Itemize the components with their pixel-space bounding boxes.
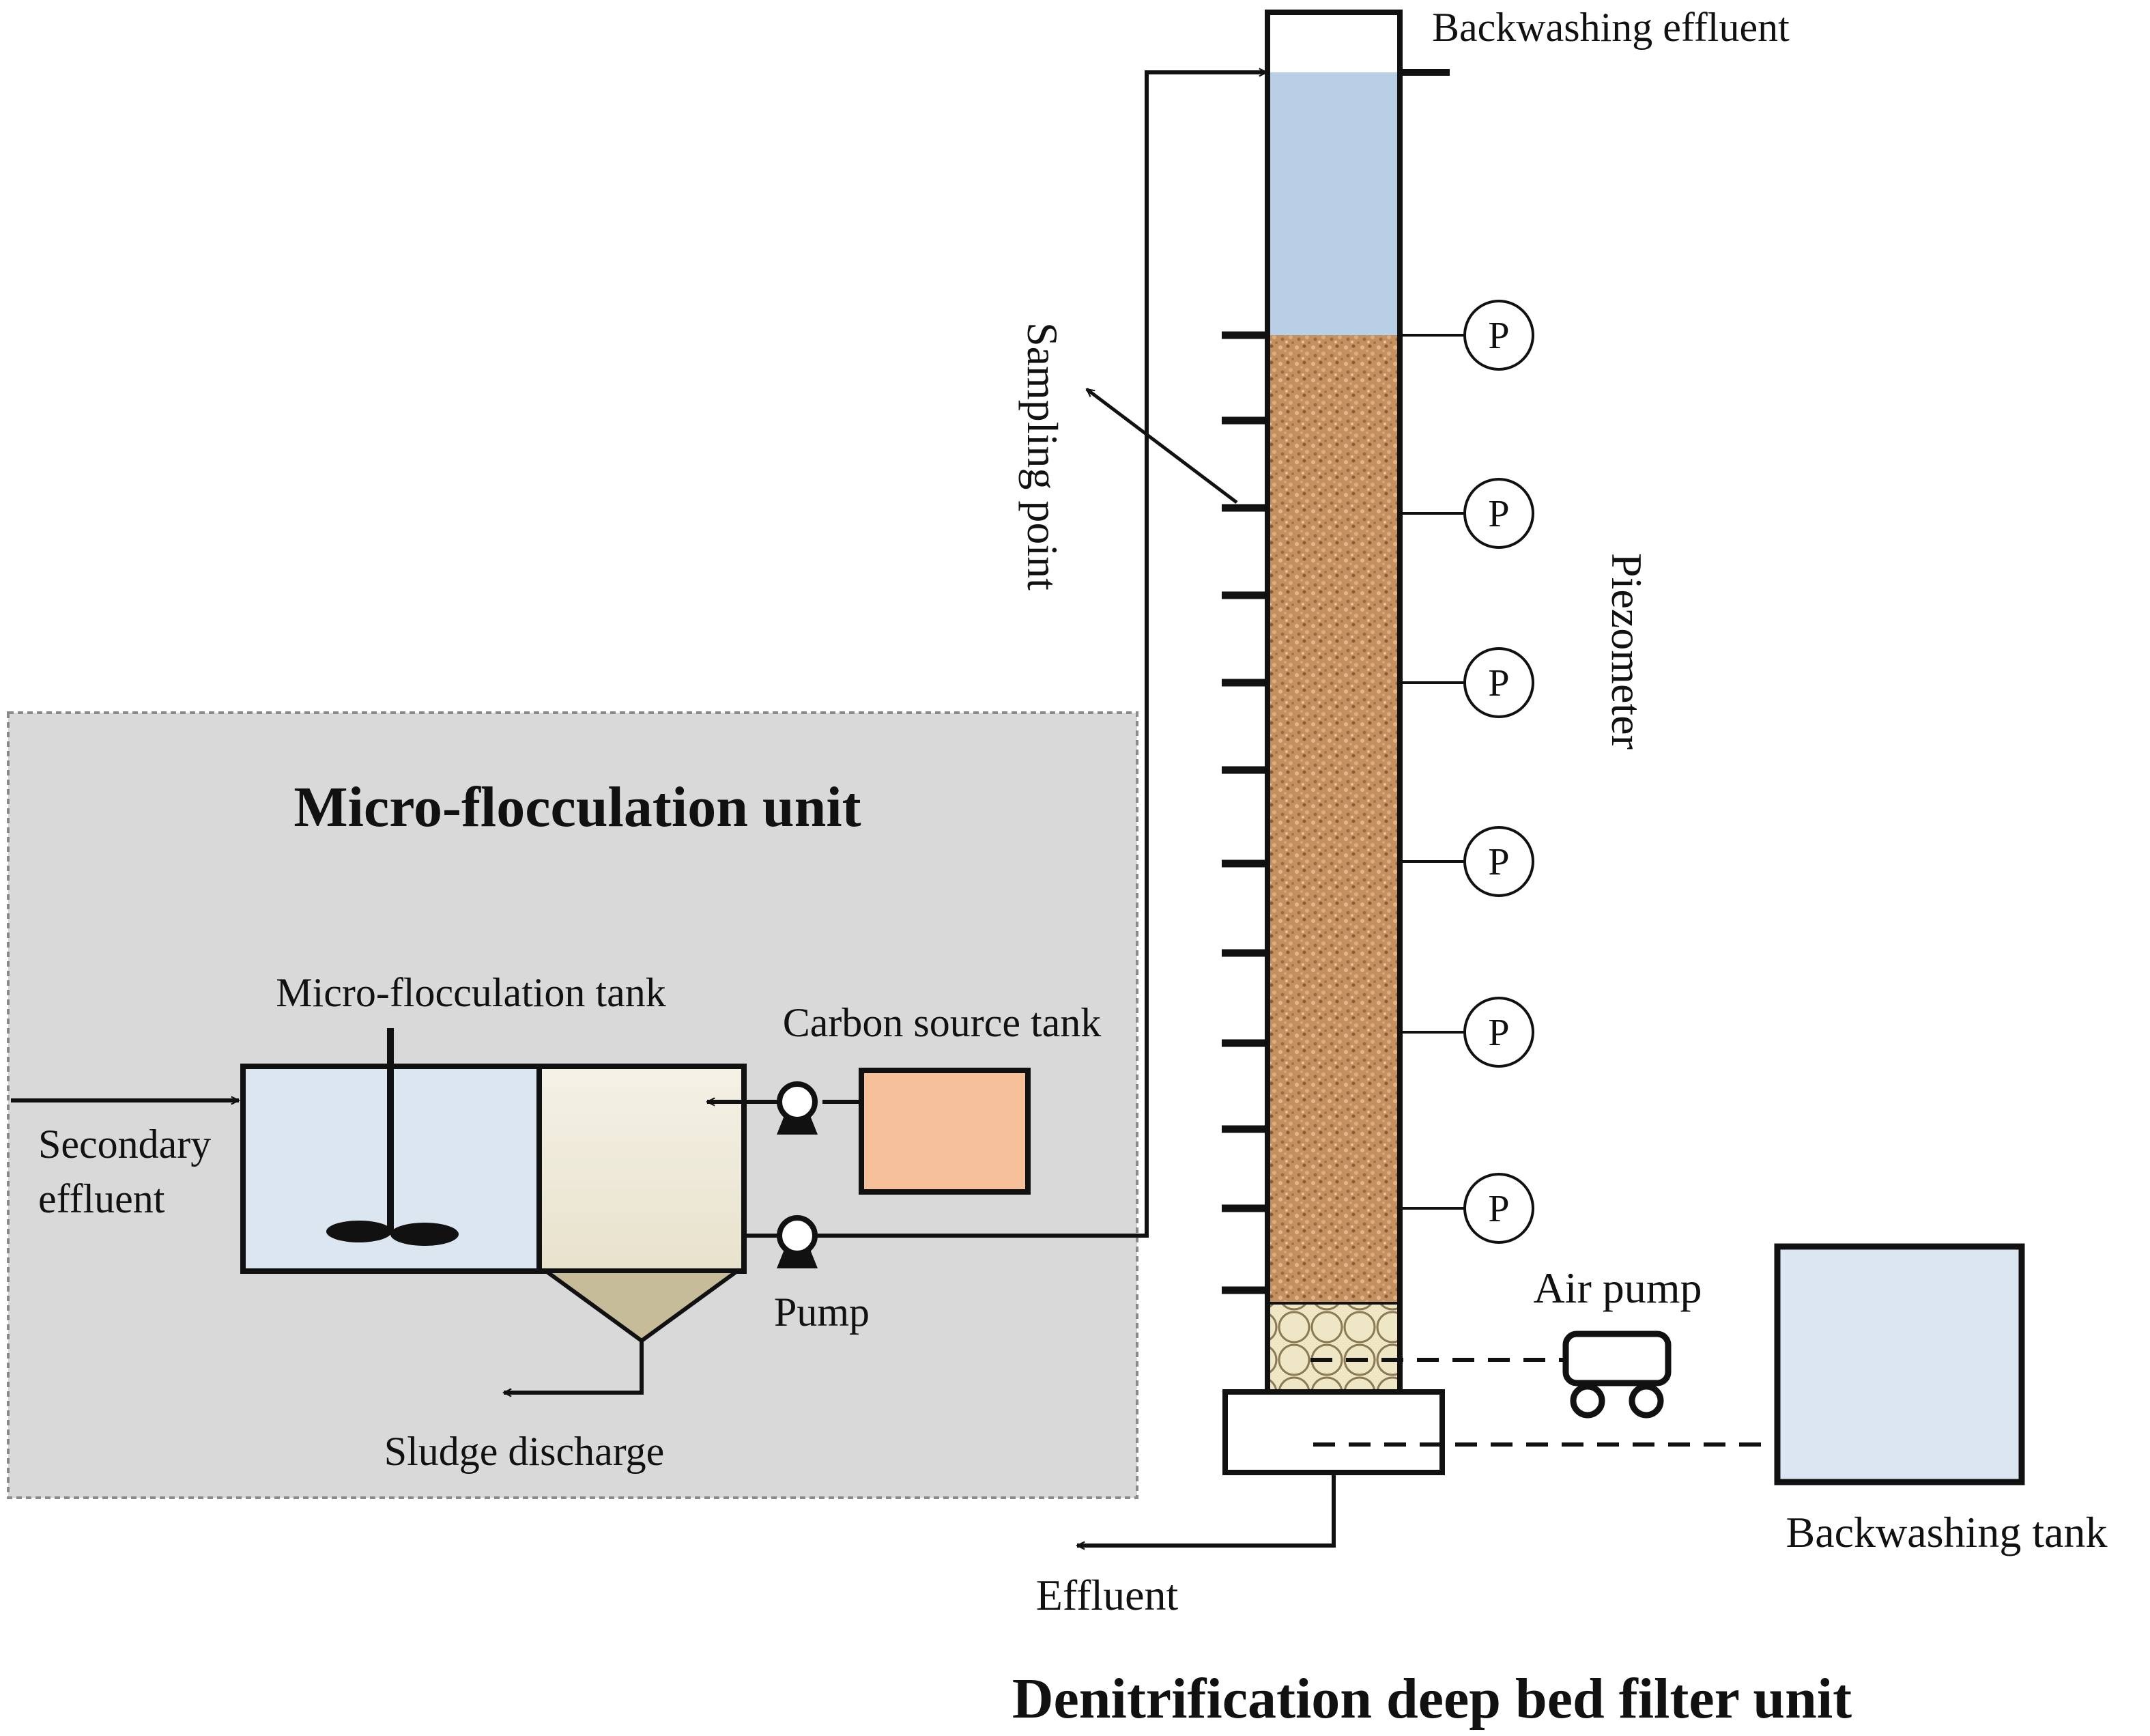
piezometer-label: Piezometer: [1603, 553, 1651, 750]
piezometer-p: P: [1488, 1188, 1509, 1230]
effluent-outlet-pipe: [1077, 1472, 1336, 1546]
column-water-layer: [1267, 72, 1400, 335]
pump-label: Pump: [774, 1290, 870, 1335]
air-pump-label: Air pump: [1533, 1264, 1702, 1312]
micro-flocculation-tank-label: Micro-flocculation tank: [276, 970, 665, 1015]
piezometer-p: P: [1488, 493, 1509, 535]
piezometer-circle: [1463, 478, 1534, 549]
sludge-discharge-label: Sludge discharge: [384, 1429, 664, 1474]
piezometer-6: P: [1400, 1173, 1534, 1244]
piezometer-2: P: [1400, 478, 1534, 549]
mixer-blade-right: [390, 1223, 459, 1246]
backwashing-tank: [1774, 1243, 2025, 1485]
piezometer-circle: [1463, 1173, 1534, 1244]
piezometer-1: P: [1400, 300, 1534, 371]
settling-cone: [539, 1269, 744, 1343]
piezometer-p: P: [1488, 662, 1509, 705]
mixer-blade-left: [326, 1221, 392, 1242]
piezometer-group: P P P P P P: [1400, 300, 1534, 1244]
piezometer-5: P: [1400, 997, 1534, 1068]
sampling-port-ticks: [1222, 331, 1267, 1294]
backwashing-tank-label: Backwashing tank: [1786, 1508, 2108, 1556]
piezometer-circle: [1463, 826, 1534, 897]
piezometer-circle: [1463, 997, 1534, 1068]
secondary-effluent-label-line2: effluent: [38, 1176, 165, 1221]
sludge-discharge-pipe: [504, 1339, 644, 1393]
piezometer-4: P: [1400, 826, 1534, 897]
sampling-point-pointer: [1087, 388, 1238, 504]
settling-tank: [536, 1064, 747, 1274]
piezometer-p: P: [1488, 315, 1509, 357]
piezometer-3: P: [1400, 647, 1534, 718]
underdrain-chamber: [1222, 1389, 1445, 1475]
piezometer-p: P: [1488, 841, 1509, 883]
dosing-pump-icon: [777, 1081, 818, 1135]
air-pump-icon: [1562, 1331, 1672, 1419]
piezometer-circle: [1463, 647, 1534, 718]
gravel-support-layer: [1267, 1303, 1400, 1392]
piezometer-circle: [1463, 300, 1534, 371]
effluent-label: Effluent: [1036, 1571, 1179, 1619]
carbon-source-tank: [859, 1068, 1031, 1195]
feed-line-to-filter: [816, 72, 1267, 1238]
piezometer-p: P: [1488, 1012, 1509, 1054]
micro-flocculation-unit-title: Micro-flocculation unit: [293, 775, 861, 839]
denitrification-unit-title: Denitrification deep bed filter unit: [1012, 1667, 1852, 1731]
secondary-effluent-label-line1: Secondary: [38, 1122, 211, 1167]
filter-media-bed: [1267, 335, 1400, 1303]
sampling-point-label: Sampling point: [1018, 322, 1067, 590]
transfer-pump-icon: [777, 1215, 818, 1268]
backwashing-effluent-label: Backwashing effluent: [1432, 5, 1790, 50]
carbon-source-tank-label: Carbon source tank: [783, 1000, 1102, 1045]
